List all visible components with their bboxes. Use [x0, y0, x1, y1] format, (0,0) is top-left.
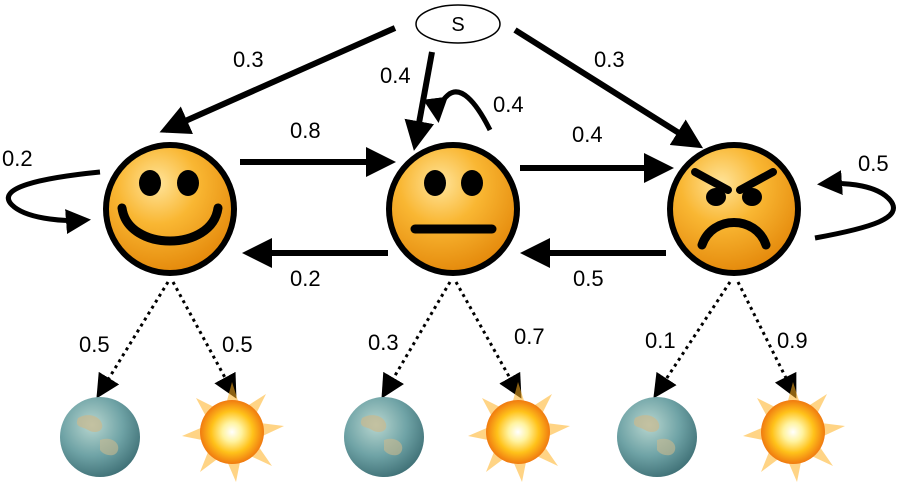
start-node: S [415, 4, 501, 44]
earth-planet-icon [344, 397, 424, 477]
emit-angry-explosion [736, 281, 797, 399]
self-loop-neutral [423, 89, 493, 132]
emit-prob-happy-explosion: 0.5 [222, 332, 253, 357]
earth-planet-icon [617, 397, 697, 477]
emit-prob-angry-explosion: 0.9 [777, 328, 808, 353]
initial-prob-happy: 0.3 [233, 47, 264, 72]
emit-prob-neutral-earth: 0.3 [368, 330, 399, 355]
trans-happy-to-neutral: 0.8 [290, 118, 321, 143]
emission-arrows [96, 281, 797, 399]
explosion-icon [182, 382, 284, 482]
initial-arrow-neutral [404, 51, 435, 151]
start-label: S [451, 14, 464, 36]
initial-arrow-angry [513, 27, 704, 149]
self-loop-angry [814, 170, 896, 241]
self-loop-happy [5, 169, 101, 234]
trans-neutral-self: 0.4 [493, 92, 524, 117]
emit-prob-neutral-explosion: 0.7 [514, 324, 545, 349]
emit-neutral-earth [381, 281, 452, 399]
trans-happy-self: 0.2 [2, 146, 33, 171]
angry-face-icon [667, 142, 801, 276]
initial-prob-angry: 0.3 [594, 47, 625, 72]
emit-neutral-explosion [454, 281, 522, 399]
neutral-face-icon [386, 142, 520, 276]
emit-happy-explosion [171, 281, 237, 399]
explosion-icon [743, 382, 845, 482]
trans-neutral-to-angry: 0.4 [572, 122, 603, 147]
trans-angry-to-neutral: 0.5 [573, 266, 604, 291]
explosion-icon [468, 382, 570, 482]
earth-planet-icon [60, 397, 140, 477]
trans-neutral-to-happy: 0.2 [290, 266, 321, 291]
happy-face-icon [103, 142, 237, 276]
emit-prob-happy-earth: 0.5 [79, 332, 110, 357]
emit-happy-earth [96, 281, 170, 399]
initial-arrow-happy [159, 25, 397, 134]
trans-angry-self: 0.5 [858, 151, 889, 176]
initial-prob-neutral: 0.4 [380, 63, 411, 88]
emit-angry-earth [653, 281, 732, 399]
emit-prob-angry-earth: 0.1 [645, 328, 676, 353]
